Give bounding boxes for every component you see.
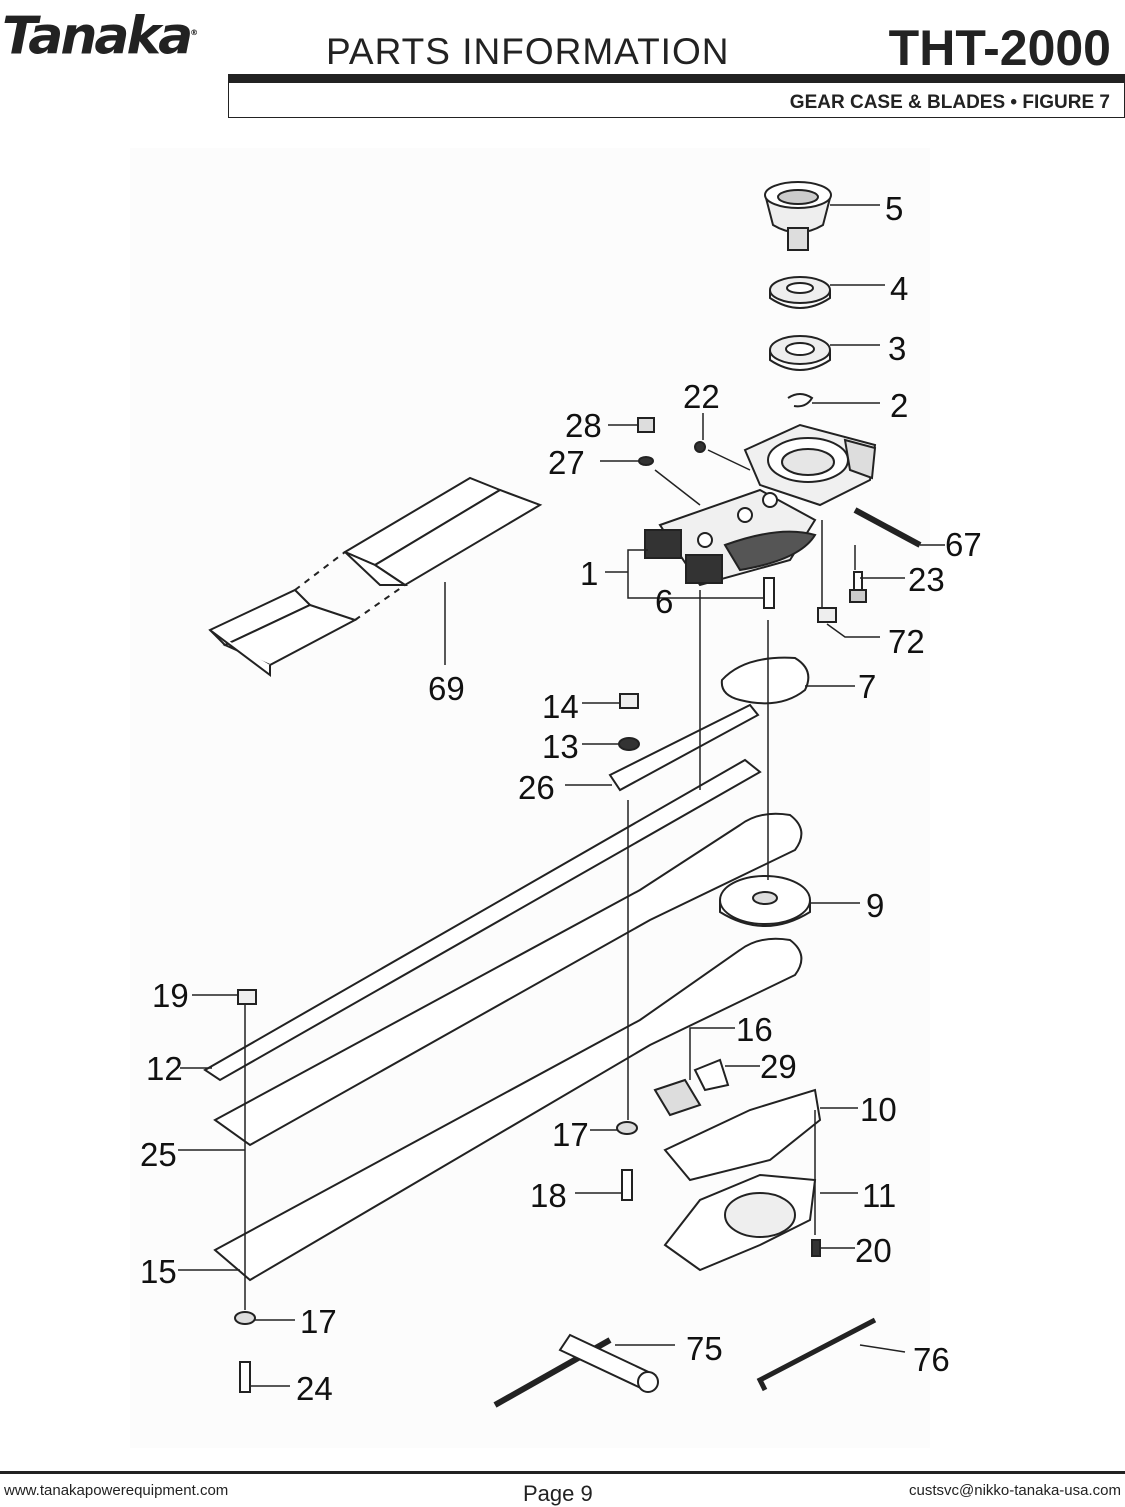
callout-19: 19 [152, 977, 189, 1014]
footer-rule [0, 1471, 1125, 1474]
part-disk-9 [719, 875, 811, 927]
part-washer-27 [638, 456, 654, 466]
callout-75: 75 [686, 1330, 723, 1367]
callout-15: 15 [140, 1253, 177, 1290]
callout-1: 1 [580, 555, 598, 592]
part-washer-17-upper [616, 1121, 638, 1135]
part-screw-22 [694, 441, 706, 453]
model-number: THT-2000 [888, 20, 1111, 76]
part-bearing-3 [769, 335, 831, 371]
callout-17-lower: 17 [300, 1303, 337, 1340]
part-gasket-10 [663, 1088, 822, 1182]
brand-logo-text: Tanaka [2, 6, 193, 67]
brand-logo: Tanaka® [2, 2, 198, 67]
footer-website: www.tanakapowerequipment.com [4, 1482, 229, 1499]
callout-26: 26 [518, 769, 555, 806]
footer-email: custsvc@nikko-tanaka-usa.com [909, 1482, 1121, 1499]
page-title: PARTS INFORMATION [326, 31, 730, 72]
callout-18: 18 [530, 1177, 567, 1214]
part-bolt-24 [239, 1361, 251, 1393]
header-rule [228, 74, 1125, 83]
callout-11: 11 [862, 1177, 896, 1214]
part-plate-7 [720, 656, 810, 705]
part-hex-key-76 [756, 1317, 877, 1392]
callout-12: 12 [146, 1050, 183, 1087]
part-upper-blade [213, 812, 803, 1147]
page-number: Page 9 [523, 1481, 593, 1506]
callout-72: 72 [888, 623, 925, 660]
part-guide-bar-12 [203, 758, 762, 1082]
callout-20: 20 [855, 1232, 892, 1269]
callout-76: 76 [913, 1341, 950, 1378]
part-block-16 [653, 1078, 702, 1117]
part-rod-67 [853, 507, 922, 548]
callout-14: 14 [542, 688, 579, 725]
callout-3: 3 [888, 330, 906, 367]
part-blade-cover-69 [208, 476, 543, 677]
part-nut-19 [237, 989, 257, 1005]
part-gear-case-1 [644, 423, 877, 587]
callout-69: 69 [428, 670, 465, 707]
callout-9: 9 [866, 887, 884, 924]
callout-5: 5 [885, 190, 903, 227]
part-pin-6 [763, 577, 775, 609]
part-clip-29 [693, 1058, 730, 1092]
figure-caption: GEAR CASE & BLADES • FIGURE 7 [789, 92, 1110, 113]
part-cup-5 [764, 181, 832, 251]
callout-7: 7 [858, 668, 876, 705]
part-nut-14 [619, 693, 639, 709]
callout-6: 6 [655, 583, 673, 620]
part-washer-17-lower [234, 1311, 256, 1325]
registered-mark: ® [190, 28, 199, 37]
part-lower-blade [213, 937, 803, 1282]
callout-16: 16 [736, 1011, 773, 1048]
callout-23: 23 [908, 561, 945, 598]
callout-29: 29 [760, 1048, 797, 1085]
part-nut-28 [637, 417, 655, 433]
callout-22: 22 [683, 378, 720, 415]
callout-13: 13 [542, 728, 579, 765]
part-bolt-18 [621, 1169, 633, 1201]
part-plug-wrench-75 [493, 1333, 659, 1408]
callout-67: 67 [945, 526, 982, 563]
callout-17-upper: 17 [552, 1116, 589, 1153]
part-washer-13 [618, 737, 640, 751]
part-plate-26 [608, 703, 760, 792]
callout-28: 28 [565, 407, 602, 444]
part-screw-23 [849, 571, 867, 603]
part-bearing-4 [769, 276, 831, 309]
callout-10: 10 [860, 1091, 897, 1128]
callout-27: 27 [548, 444, 585, 481]
part-screw-20 [811, 1239, 821, 1257]
callout-24: 24 [296, 1370, 333, 1407]
part-nut-72 [817, 607, 837, 623]
part-snap-ring-2 [787, 393, 814, 408]
callout-25: 25 [140, 1136, 177, 1173]
callout-2: 2 [890, 387, 908, 424]
callout-4: 4 [890, 270, 908, 307]
